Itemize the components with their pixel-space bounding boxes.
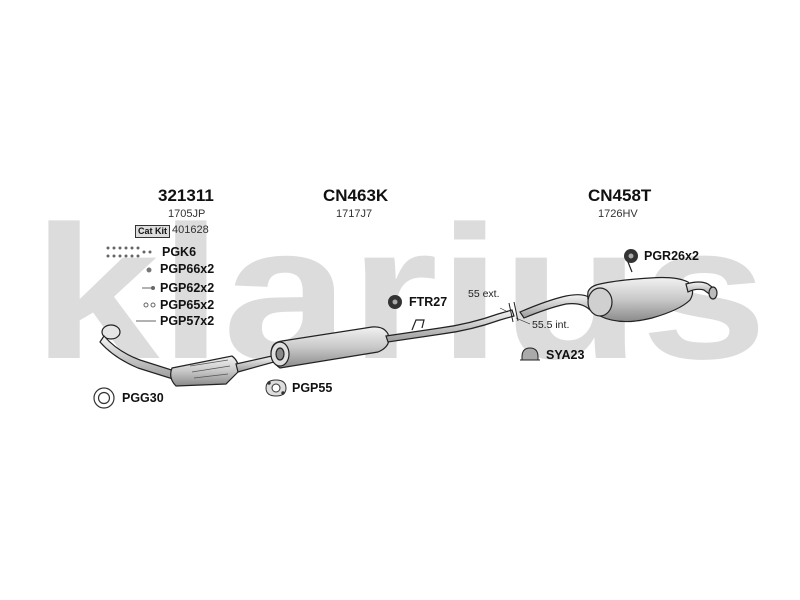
cat-kit-badge: Cat Kit: [135, 225, 170, 238]
sya23-clamp-icon: [520, 347, 540, 361]
part-number-cn463k: CN463K: [323, 186, 389, 205]
label-pgp62: PGP62x2: [160, 281, 215, 295]
label-pgp65: PGP65x2: [160, 298, 215, 312]
pgk6-kit-icon: [106, 246, 152, 258]
pgp66-nut-icon: [146, 267, 152, 273]
rear-silencer-part: [519, 257, 718, 323]
ftr27-hanger-bracket: [411, 319, 425, 331]
label-pgp66: PGP66x2: [160, 262, 215, 276]
sub-code-1717j7: 1717J7: [336, 208, 373, 220]
rear-silencer-end: [587, 287, 613, 317]
label-pgp55: PGP55: [292, 381, 333, 395]
part-number-321311: 321311: [158, 186, 214, 205]
cut-mark: [499, 301, 531, 325]
label-pgp57: PGP57x2: [160, 314, 215, 328]
cut-ext-label: 55 ext.: [468, 288, 500, 300]
cut-int-label: 55.5 int.: [532, 319, 570, 331]
label-pgr26: PGR26x2: [644, 249, 699, 263]
pgg30-gasket-icon: [93, 387, 115, 409]
sub-code-1705jp: 1705JP: [168, 208, 206, 220]
cat-kit-code: 401628: [172, 224, 209, 236]
front-pipe-flange: [101, 324, 121, 340]
center-silencer-part: [270, 309, 515, 369]
pgp65-washer-icon: [143, 302, 156, 308]
ftr27-hanger-icon: [388, 295, 402, 309]
tail-pipe-end: [708, 286, 718, 300]
label-ftr27: FTR27: [409, 295, 448, 309]
front-pipe-part: [99, 324, 275, 387]
label-pgg30: PGG30: [122, 391, 164, 405]
center-pipe: [385, 309, 515, 343]
label-sya23: SYA23: [546, 348, 585, 362]
label-pgk6: PGK6: [162, 245, 197, 259]
pgp55-gasket-icon: [265, 379, 287, 397]
sub-code-1726hv: 1726HV: [598, 208, 638, 220]
catalytic-converter: [170, 355, 239, 387]
pgr26-rubber-icon: [624, 249, 638, 263]
part-number-cn458t: CN458T: [588, 186, 652, 205]
pgp62-bolt-icon: [142, 286, 155, 290]
